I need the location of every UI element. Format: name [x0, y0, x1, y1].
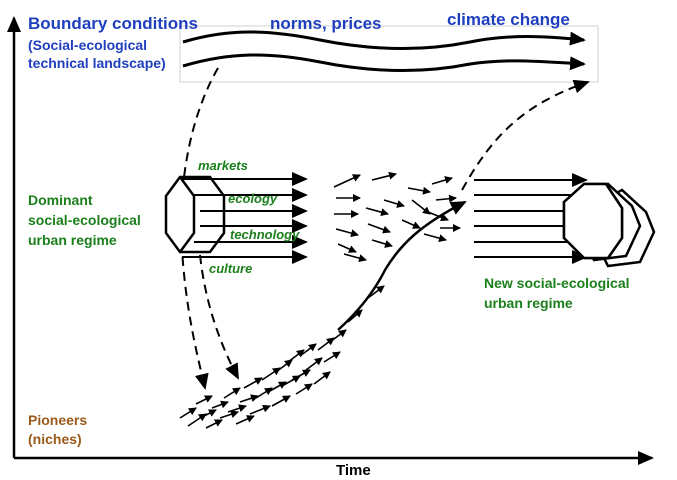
ecology-label: ecology — [228, 191, 278, 206]
dashed-arrow-regime-to-pioneers — [199, 254, 239, 380]
norms-prices-label: norms, prices — [270, 14, 382, 33]
culture-label: culture — [209, 261, 253, 276]
dominant-regime-line2: social-ecological — [28, 212, 141, 228]
dominant-regime-line1: Dominant — [28, 192, 93, 208]
climate-change-label: climate change — [447, 10, 570, 29]
dominant-regime-line3: urban regime — [28, 232, 117, 248]
new-regime-hexagon-front-fill — [562, 182, 624, 260]
pioneers-label: Pioneers — [28, 412, 88, 428]
niches-label: (niches) — [28, 431, 82, 447]
boundary-subtitle-line1: (Social-ecological — [28, 37, 148, 53]
boundary-subtitle-line2: technical landscape) — [28, 55, 166, 71]
new-regime-line1: New social-ecological — [484, 275, 630, 291]
new-regime-hexagons — [562, 182, 656, 268]
landscape-wave-lower — [182, 53, 586, 73]
axes — [6, 16, 654, 465]
dashed-arrow-up-to-landscape — [461, 79, 590, 191]
regime-arrows — [182, 172, 308, 264]
new-regime-line2: urban regime — [484, 295, 573, 311]
dominant-regime-hexagon — [164, 175, 226, 254]
transition-curve — [337, 200, 467, 331]
scattered-arrows-pioneers — [179, 285, 385, 429]
landscape-arrows — [182, 30, 586, 73]
markets-label: markets — [198, 158, 248, 173]
scattered-arrows-middle — [333, 171, 461, 263]
time-axis-label: Time — [336, 462, 371, 479]
landscape-wave-upper — [182, 30, 586, 51]
technology-label: technology — [230, 227, 300, 242]
boundary-conditions-title: Boundary conditions — [28, 14, 198, 33]
